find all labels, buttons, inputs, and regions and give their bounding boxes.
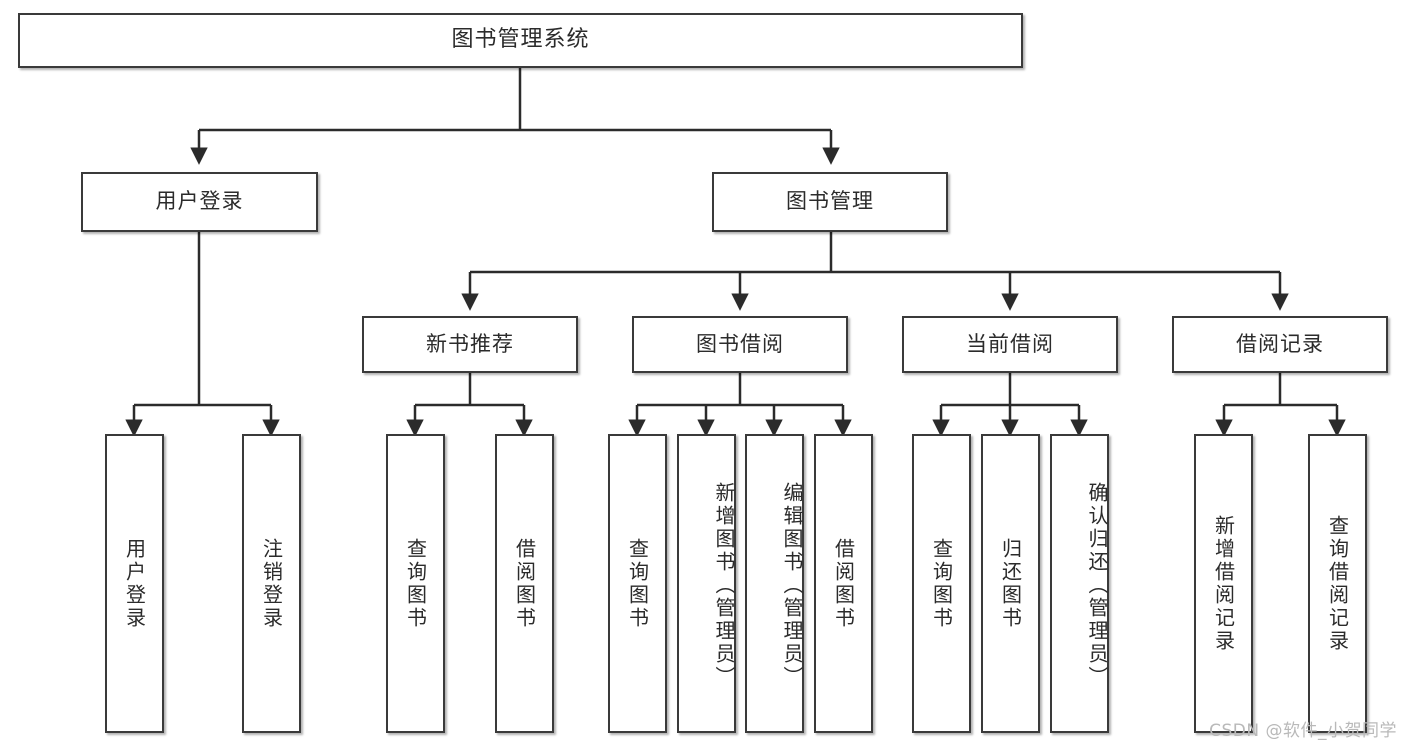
node-root-book-management-system[interactable]: 图书管理系统 bbox=[18, 13, 1023, 68]
node-label: 归还图书 bbox=[998, 537, 1023, 630]
node-new-book-recommend[interactable]: 新书推荐 bbox=[362, 316, 578, 373]
leaf-borrow-book[interactable]: 借阅图书 bbox=[814, 434, 873, 733]
node-label: 新增图书（管理员） bbox=[712, 482, 736, 689]
leaf-add-book-admin[interactable]: 新增图书（管理员） bbox=[677, 434, 736, 733]
node-label: 用户登录 bbox=[155, 189, 244, 214]
leaf-borrow-book-recommend[interactable]: 借阅图书 bbox=[495, 434, 554, 733]
node-label: 借阅图书 bbox=[831, 537, 856, 630]
node-label: 查询图书 bbox=[929, 537, 954, 630]
node-label: 编辑图书（管理员） bbox=[780, 482, 804, 689]
leaf-query-borrow-record[interactable]: 查询借阅记录 bbox=[1308, 434, 1367, 733]
leaf-query-book-current[interactable]: 查询图书 bbox=[912, 434, 971, 733]
leaf-query-book-borrow[interactable]: 查询图书 bbox=[608, 434, 667, 733]
leaf-add-borrow-record[interactable]: 新增借阅记录 bbox=[1194, 434, 1253, 733]
node-label: 当前借阅 bbox=[966, 331, 1054, 356]
node-current-borrow[interactable]: 当前借阅 bbox=[902, 316, 1118, 373]
node-label: 用户登录 bbox=[122, 537, 147, 630]
node-label: 注销登录 bbox=[259, 537, 284, 630]
node-book-borrow[interactable]: 图书借阅 bbox=[632, 316, 848, 373]
node-user-login[interactable]: 用户登录 bbox=[81, 172, 318, 232]
node-label: 图书借阅 bbox=[696, 331, 784, 356]
node-label: 查询图书 bbox=[403, 537, 428, 630]
node-label: 新增借阅记录 bbox=[1211, 514, 1236, 653]
node-label: 借阅图书 bbox=[512, 537, 537, 630]
leaf-logout-login[interactable]: 注销登录 bbox=[242, 434, 301, 733]
node-label: 查询图书 bbox=[625, 537, 650, 630]
node-label: 图书管理 bbox=[786, 189, 874, 214]
node-label: 查询借阅记录 bbox=[1325, 514, 1350, 653]
node-label: 确认归还（管理员） bbox=[1085, 482, 1109, 689]
node-borrow-record[interactable]: 借阅记录 bbox=[1172, 316, 1388, 373]
leaf-edit-book-admin[interactable]: 编辑图书（管理员） bbox=[745, 434, 804, 733]
node-label: 图书管理系统 bbox=[451, 27, 590, 53]
csdn-watermark: CSDN @软件_小贺同学 bbox=[1209, 721, 1397, 741]
leaf-confirm-return-admin[interactable]: 确认归还（管理员） bbox=[1050, 434, 1109, 733]
node-label: 借阅记录 bbox=[1236, 331, 1324, 356]
leaf-query-book-recommend[interactable]: 查询图书 bbox=[386, 434, 445, 733]
leaf-user-login[interactable]: 用户登录 bbox=[105, 434, 164, 733]
node-label: 新书推荐 bbox=[426, 331, 514, 356]
node-book-management[interactable]: 图书管理 bbox=[712, 172, 948, 232]
leaf-return-book[interactable]: 归还图书 bbox=[981, 434, 1040, 733]
